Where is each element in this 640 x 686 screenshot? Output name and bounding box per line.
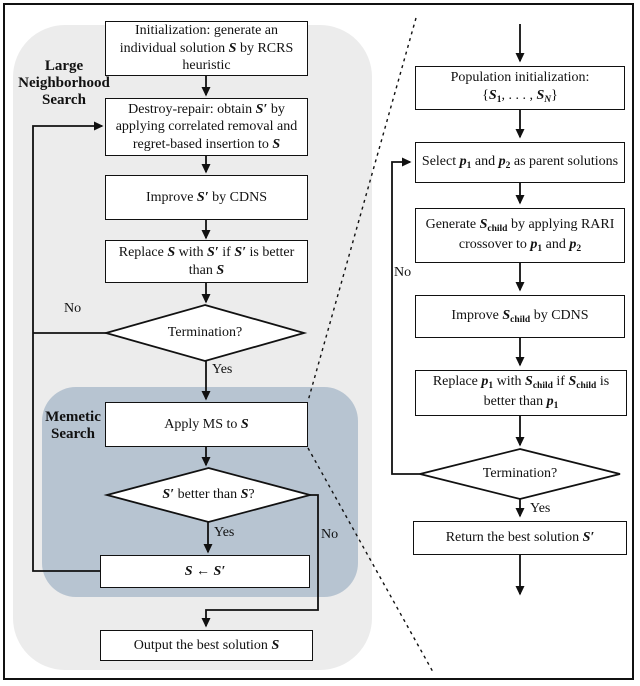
node-replace-s-text: Replace S with S′ if S′ is better than S: [118, 244, 295, 278]
node-population-init-text: Population initialization:{S1, . . . , S…: [450, 70, 590, 105]
node-select-parents: Select p1 and p2 as parent solutions: [415, 142, 625, 183]
diamond-termination-lns: [102, 304, 308, 362]
label-no-better: No: [321, 527, 339, 542]
diamond-s-better: [103, 467, 314, 523]
node-generate-child: Generate Schild by applying RARI crossov…: [415, 208, 625, 263]
edge-termination-no-right: [391, 157, 420, 475]
diamond-termination-ms: [419, 448, 621, 500]
node-improve-cdns: Improve S′ by CDNS: [105, 175, 308, 220]
node-destroy-repair: Destroy-repair: obtain S′ by applying co…: [105, 98, 308, 156]
node-destroy-repair-text: Destroy-repair: obtain S′ by applying co…: [115, 101, 298, 152]
node-return-best: Return the best solution S′: [413, 521, 627, 555]
label-memetic-search: Memetic Search: [45, 409, 101, 442]
label-large-neighborhood-search: Large Neighborhood Search: [18, 58, 110, 108]
node-assign-text: S ← S′: [184, 563, 226, 579]
node-output: Output the best solution S: [100, 630, 313, 661]
node-output-text: Output the best solution S: [133, 637, 280, 653]
node-select-parents-text: Select p1 and p2 as parent solutions: [421, 153, 619, 171]
termination-label-ms: Termination?: [460, 465, 580, 483]
s-better-label-text: S′ better than S?: [162, 487, 255, 502]
node-improve-cdns-text: Improve S′ by CDNS: [145, 189, 268, 205]
node-assign: S ← S′: [100, 555, 310, 588]
node-replace-parent: Replace p1 with Schild if Schild is bett…: [415, 370, 627, 416]
edge-assign-loop: [32, 121, 104, 572]
node-apply-ms: Apply MS to S: [105, 402, 308, 447]
node-improve-child: Improve Schild by CDNS: [415, 295, 625, 338]
label-yes-termination-lns: Yes: [212, 362, 233, 377]
node-apply-ms-text: Apply MS to S: [164, 416, 249, 432]
label-no-termination-ms: No: [394, 265, 412, 280]
node-return-best-text: Return the best solution S′: [445, 530, 595, 546]
zoom-guide-line-top: [307, 17, 417, 402]
node-initialization: Initialization: generate an individual s…: [105, 21, 308, 76]
node-replace-s: Replace S with S′ if S′ is better than S: [105, 240, 308, 283]
figure-border: [3, 3, 634, 680]
label-yes-termination-ms: Yes: [530, 501, 551, 516]
node-initialization-text: Initialization: generate an individual s…: [119, 23, 294, 74]
edge-better-no: [201, 494, 319, 628]
node-generate-child-text: Generate Schild by applying RARI crossov…: [425, 216, 615, 254]
termination-label-lns-text: Termination?: [167, 325, 243, 340]
termination-label-ms-text: Termination?: [482, 466, 558, 481]
node-population-init: Population initialization:{S1, . . . , S…: [415, 66, 625, 110]
label-no-termination-lns: No: [64, 301, 82, 316]
s-better-label: S′ better than S?: [128, 486, 289, 504]
node-replace-parent-text: Replace p1 with Schild if Schild is bett…: [432, 374, 610, 411]
zoom-guide-line-bottom: [307, 447, 434, 673]
node-improve-child-text: Improve Schild by CDNS: [451, 307, 589, 325]
label-yes-better: Yes: [214, 525, 235, 540]
termination-label-lns: Termination?: [145, 324, 265, 342]
